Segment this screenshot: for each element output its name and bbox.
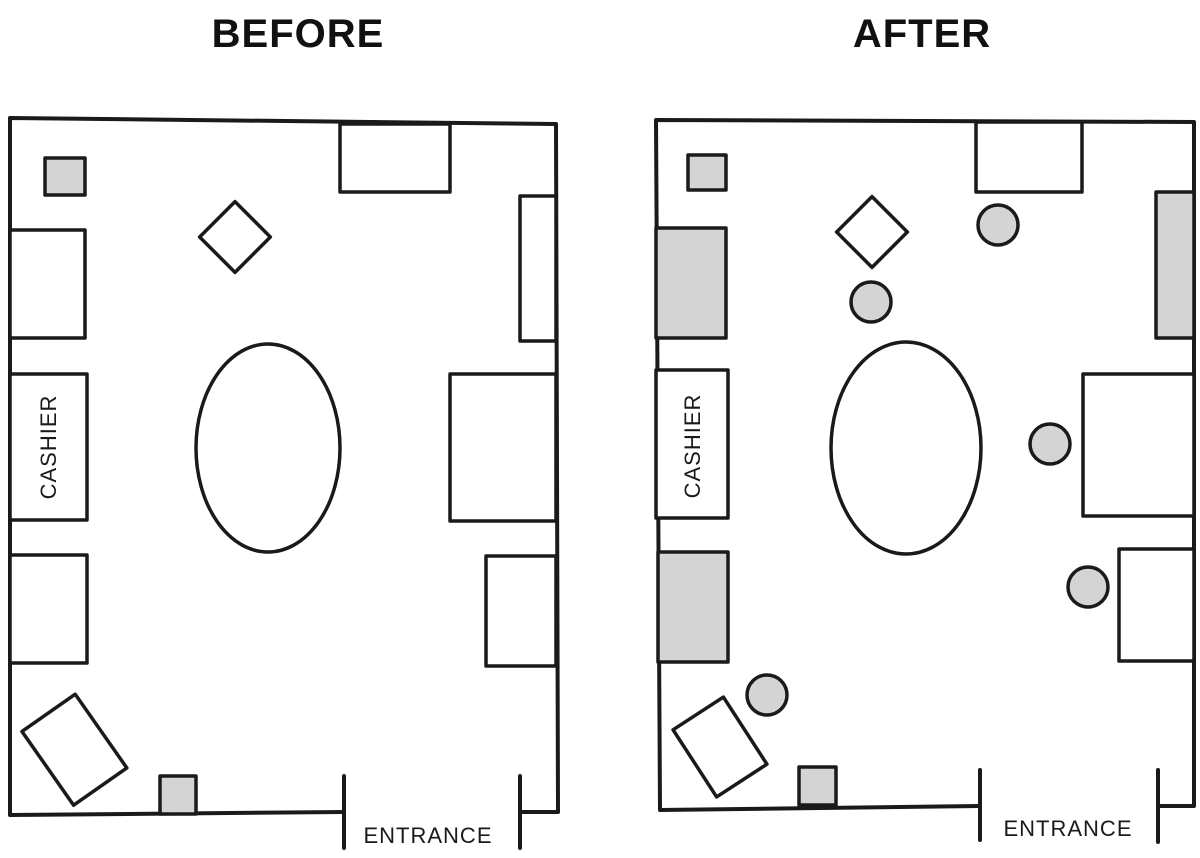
after-display-right-middle [1081, 372, 1196, 518]
after-floor-plan: ENTRANCE CASHIER [654, 118, 1196, 844]
after-round-stand-upper-left [849, 280, 893, 324]
after-display-right-bottom [1117, 547, 1196, 663]
after-diamond-table [834, 194, 910, 270]
before-title: BEFORE [211, 12, 385, 56]
after-angled-table [671, 695, 769, 799]
before-angled-table [20, 692, 129, 807]
before-small-stand-top-left [43, 156, 87, 197]
after-center-oval-table [829, 340, 983, 556]
before-cashier-label: CASHIER [36, 395, 61, 500]
after-small-stand-top-left [686, 153, 728, 192]
before-display-right-middle [448, 372, 558, 523]
before-display-right-bottom [484, 554, 558, 668]
before-center-oval-table [194, 342, 342, 554]
after-cashier-label: CASHIER [680, 394, 705, 499]
before-diamond-table [197, 199, 273, 275]
before-shelf-left-top [8, 228, 87, 340]
after-round-stand-lower-right [1066, 565, 1110, 609]
after-round-stand-middle-right [1028, 422, 1072, 466]
after-small-stand-bottom [797, 765, 838, 807]
before-small-stand-bottom [158, 774, 198, 816]
after-round-stand-lower-left [745, 673, 789, 717]
after-outer-wall [654, 118, 1196, 812]
after-round-stand-top [976, 203, 1020, 247]
before-shelf-right-top [518, 194, 558, 343]
before-display-top [338, 122, 452, 194]
after-cashier-counter [654, 368, 730, 520]
before-entrance-label: ENTRANCE [363, 823, 492, 848]
after-display-top [974, 120, 1084, 194]
before-shelf-left-bottom [8, 553, 89, 665]
after-shelf-left-bottom [656, 550, 730, 664]
after-title: AFTER [852, 12, 992, 56]
after-shelf-right-top [1154, 190, 1196, 340]
before-cashier-counter [8, 372, 89, 522]
before-outer-wall [8, 116, 560, 817]
before-floor-plan: ENTRANCE CASHIER [8, 116, 560, 850]
after-entrance-label: ENTRANCE [1003, 816, 1132, 841]
after-shelf-left-top [654, 226, 728, 340]
